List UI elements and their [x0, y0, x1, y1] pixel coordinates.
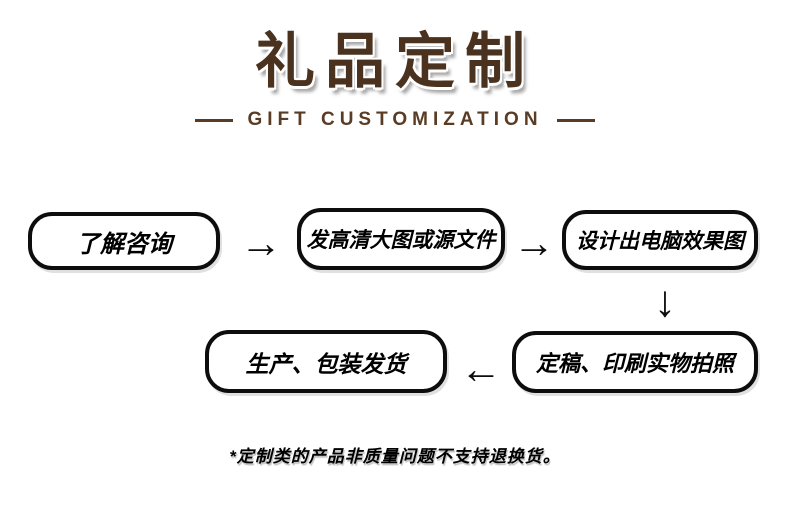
flow-step-produce-ship: 生产、包装发货: [205, 330, 447, 393]
arrow-left-icon: ←: [460, 345, 502, 392]
flow-step-send-artwork: 发高清大图或源文件: [297, 208, 505, 270]
flow-step-consult: 了解咨询: [28, 212, 220, 270]
arrow-down-icon: ↓: [654, 277, 676, 326]
page-title: 礼品定制: [255, 28, 535, 95]
flow-step-finalize-print-photo: 定稿、印刷实物拍照: [512, 331, 758, 393]
arrow-right-icon: →: [240, 219, 282, 266]
subtitle-left-dash: [195, 118, 234, 122]
return-policy-note: *定制类的产品非质量问题不支持退换货。: [229, 447, 561, 466]
flow-step-design-mockup: 设计出电脑效果图: [562, 210, 758, 270]
arrow-right-icon: →: [513, 219, 555, 266]
page-subtitle: GIFT CUSTOMIZATION: [247, 109, 543, 130]
subtitle-right-dash: [556, 118, 595, 122]
subtitle-row: GIFT CUSTOMIZATION: [0, 109, 790, 131]
